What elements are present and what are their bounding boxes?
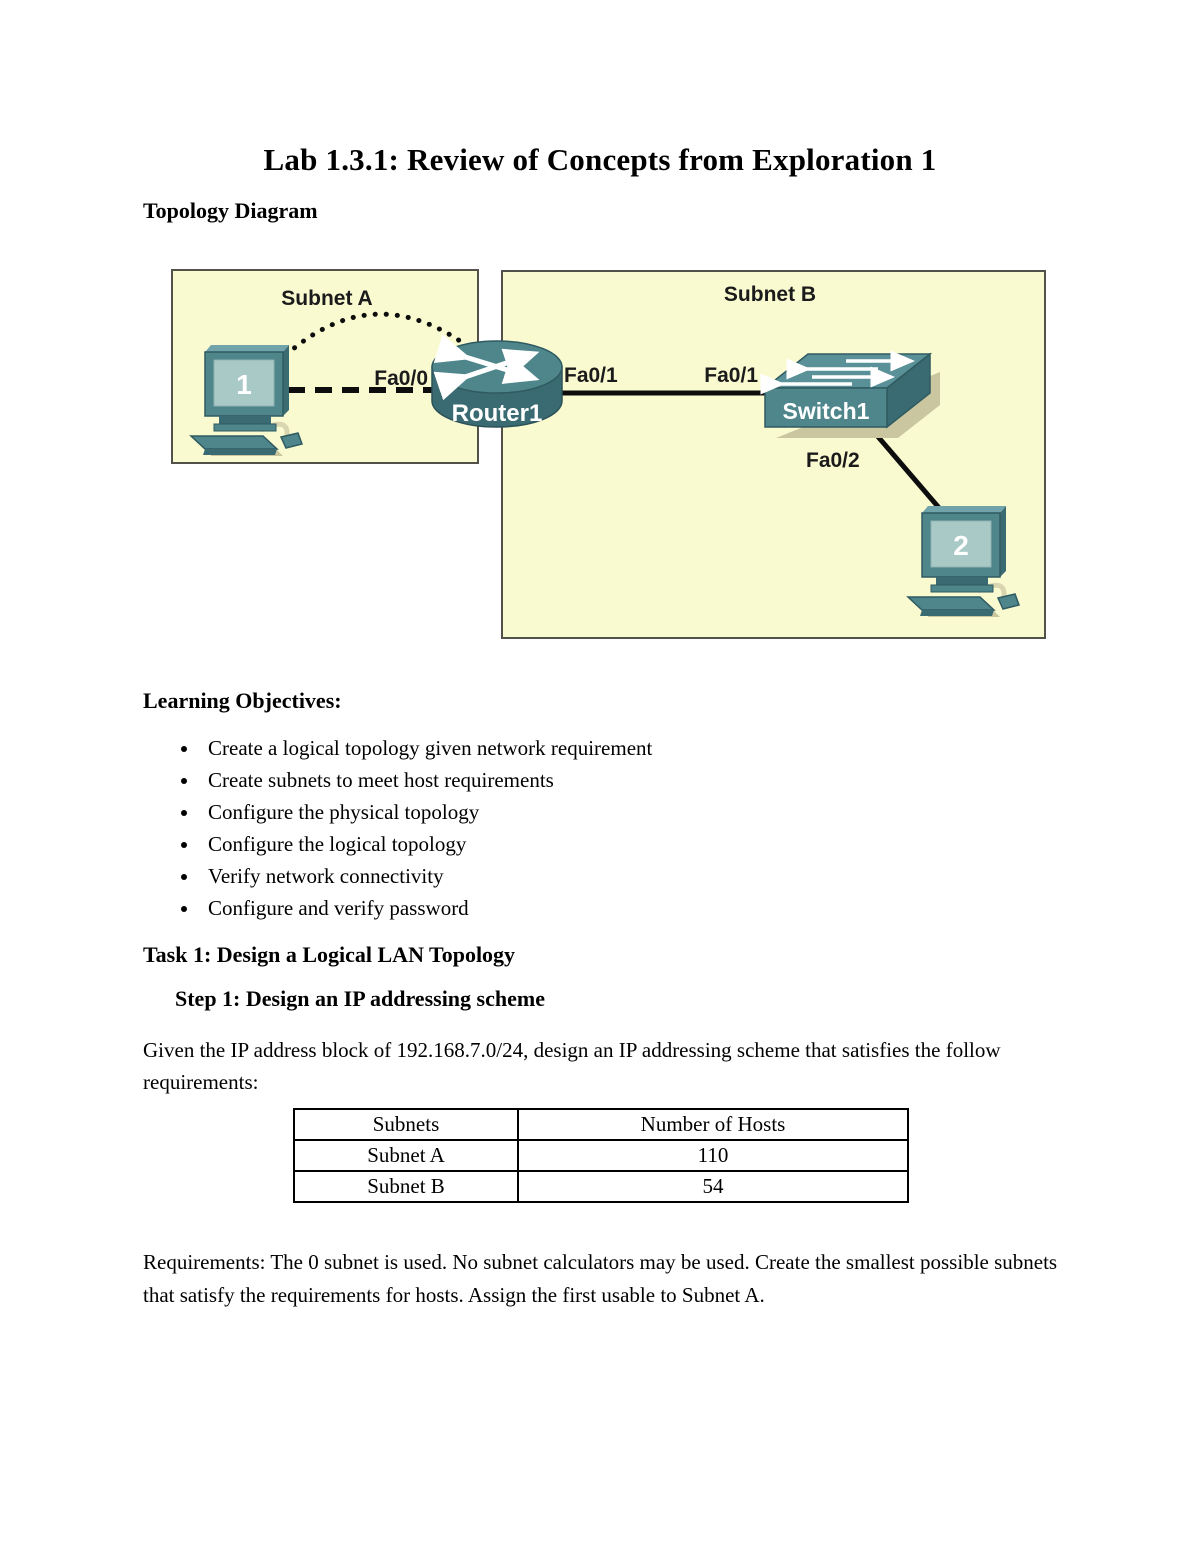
network-topology-diagram: 1 Router1 [140,255,1060,655]
switch-name-label: Switch1 [783,398,870,424]
task1-heading: Task 1: Design a Logical LAN Topology [143,942,516,967]
pc1-number-label: 1 [236,369,252,400]
router-name-label: Router1 [452,400,543,427]
subnet-a-dotted-arc [283,311,463,358]
pc1-icon: 1 [189,345,303,456]
table-header-row: Subnets Number of Hosts [293,1108,909,1141]
topology-heading: Topology Diagram [143,198,318,223]
table-row: Subnet B 54 [293,1170,909,1203]
switch-fa02-label: Fa0/2 [806,449,860,472]
cell-subnet-name: Subnet B [293,1170,519,1203]
step1-heading: Step 1: Design an IP addressing scheme [175,986,545,1011]
table-row: Subnet A 110 [293,1139,909,1172]
subnet-b-label: Subnet B [724,283,816,306]
router-arrows-glyph [433,334,540,401]
requirements-paragraph: Requirements: The 0 subnet is used. No s… [143,1250,1058,1307]
objectives-list: Create a logical topology given network … [172,732,960,924]
col-header-subnets: Subnets [293,1108,519,1141]
pc2-number-label: 2 [953,530,969,561]
subnet-requirements-table: Subnets Number of Hosts Subnet A 110 Sub… [293,1108,909,1203]
topology-svg: 1 Router1 [171,269,1046,639]
subnet-a-label: Subnet A [281,287,372,310]
objective-item: Create subnets to meet host requirements [200,764,960,796]
switch-icon: Switch1 [760,350,940,438]
switch-fa01-label: Fa0/1 [704,364,758,387]
objectives-heading: Learning Objectives: [143,688,342,713]
objective-item: Configure the physical topology [200,796,960,828]
objective-item: Create a logical topology given network … [200,732,960,764]
objective-item: Configure the logical topology [200,828,960,860]
router-fa00-label: Fa0/0 [374,367,428,390]
router-icon: Router1 [431,334,563,428]
page-title: Lab 1.3.1: Review of Concepts from Explo… [263,142,937,177]
pc2-icon: 2 [906,506,1020,617]
router-fa01-label: Fa0/1 [564,364,618,387]
col-header-hosts: Number of Hosts [517,1108,909,1141]
cell-host-count: 110 [517,1139,909,1172]
objective-item: Configure and verify password [200,892,960,924]
switch-arrows-glyph [760,350,915,395]
given-paragraph: Given the IP address block of 192.168.7.… [143,1038,1001,1094]
cell-host-count: 54 [517,1170,909,1203]
objective-item: Verify network connectivity [200,860,960,892]
cell-subnet-name: Subnet A [293,1139,519,1172]
